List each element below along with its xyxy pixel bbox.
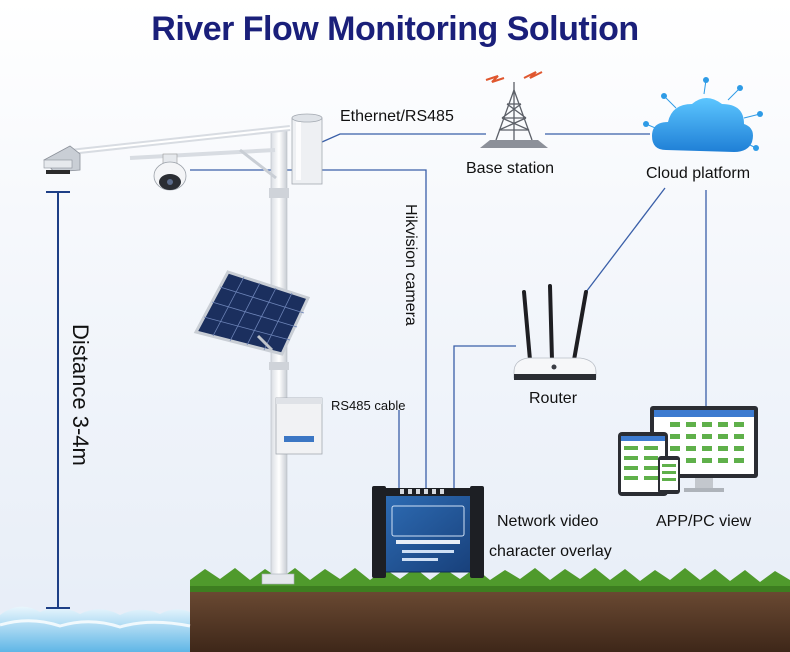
- base-station-icon: [480, 71, 548, 148]
- ground: [190, 568, 790, 652]
- solar-panel: [193, 270, 311, 356]
- connector-lines: [190, 133, 707, 496]
- monitoring-pole: [69, 125, 295, 585]
- cloud-platform-label: Cloud platform: [646, 165, 751, 182]
- distance-label: Distance 3-4m: [68, 324, 93, 466]
- control-box: [275, 397, 323, 455]
- distance-marker: [46, 191, 70, 609]
- base-station-label: Base station: [466, 160, 555, 177]
- rain-gauge: [291, 113, 323, 185]
- cloud-icon: [643, 77, 763, 152]
- network-video-label-line2: character overlay: [489, 543, 612, 560]
- app-pc-devices: [618, 406, 758, 496]
- rs485-cable-label: RS485 cable: [331, 398, 406, 413]
- water: [0, 606, 191, 652]
- hikvision-camera-label: Hikvision camera: [402, 204, 419, 326]
- dome-camera: [153, 153, 187, 191]
- network-video-label-line1: Network video: [497, 513, 599, 530]
- app-pc-view-label: APP/PC view: [656, 513, 752, 530]
- router-label: Router: [529, 390, 578, 407]
- radar-sensor: [43, 145, 81, 174]
- ethernet-label: Ethernet/RS485: [340, 108, 454, 125]
- page-title: River Flow Monitoring Solution: [151, 10, 639, 48]
- router-icon: [513, 284, 597, 380]
- video-overlay-device: [372, 486, 484, 578]
